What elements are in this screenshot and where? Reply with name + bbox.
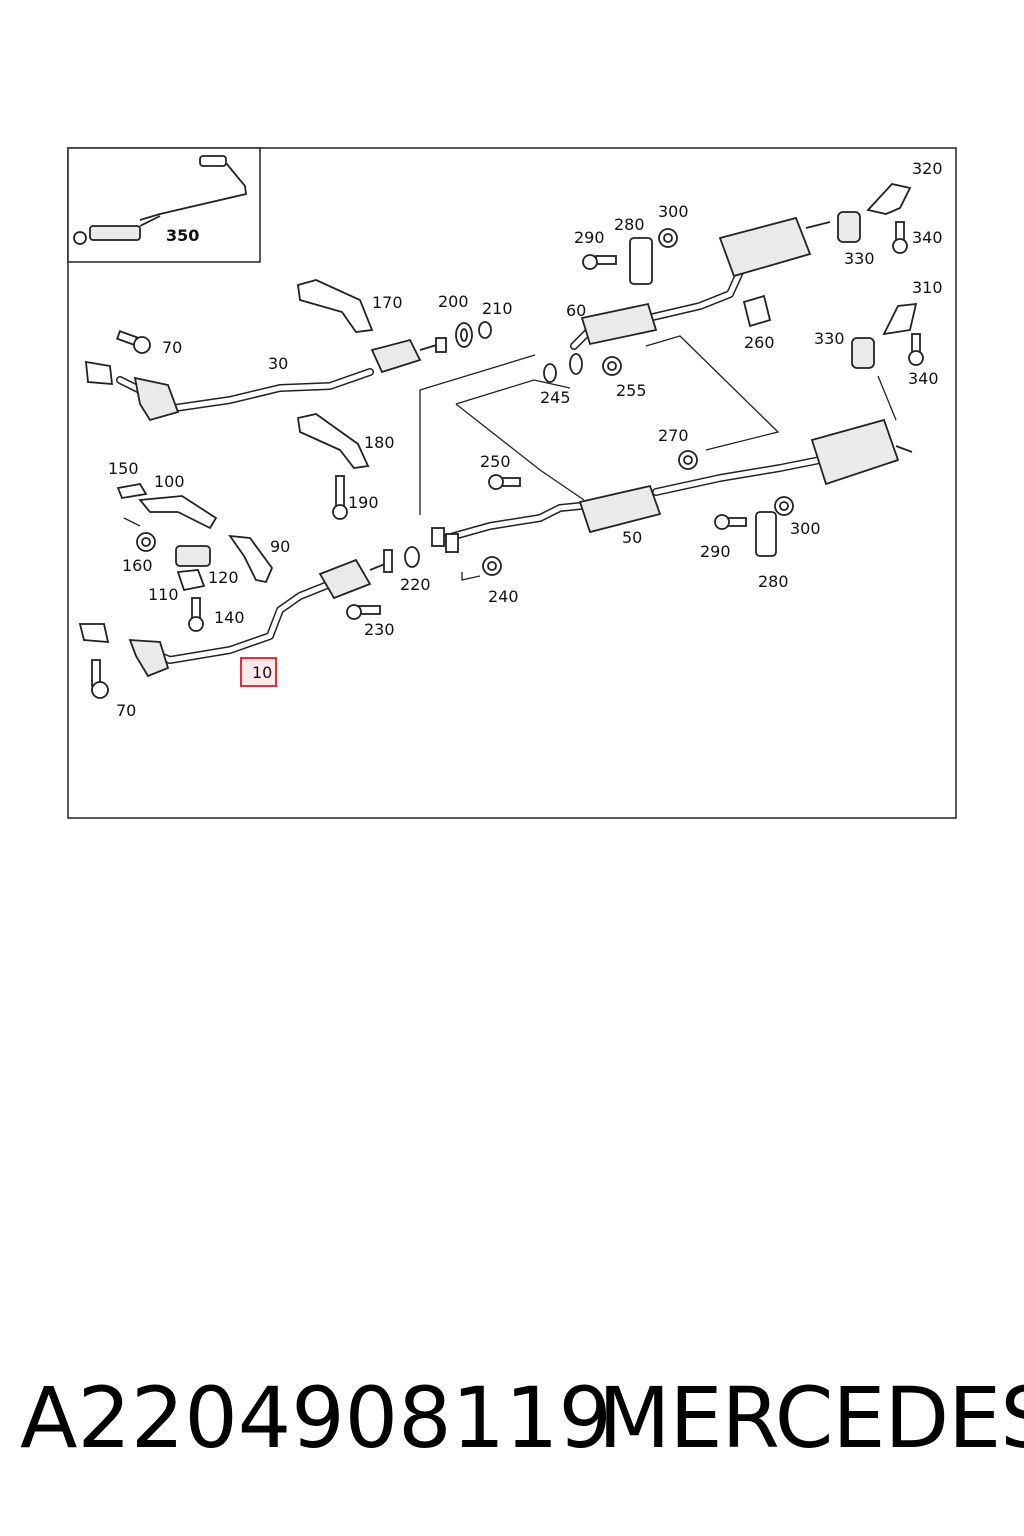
label-210: 210 [482,299,513,318]
bolt-290-upper[interactable] [582,254,617,270]
part-caption: A2204908119 MERCEDES [0,1370,1024,1480]
label-300-lower: 300 [790,519,821,538]
center-pipe-50[interactable] [431,456,824,553]
rubber-mount-330-upper[interactable] [837,211,861,243]
label-250: 250 [480,452,511,471]
rear-muffler-lower[interactable] [810,418,913,486]
front-pipe-30[interactable] [84,337,447,422]
bracket-150[interactable] [116,483,148,500]
label-100: 100 [154,472,185,491]
label-255: 255 [616,381,647,400]
label-170: 170 [372,293,403,312]
bolt-340-lower[interactable] [908,333,924,366]
nut-255[interactable] [602,356,622,376]
bracket-320[interactable] [866,183,912,215]
rear-muffler-upper[interactable] [718,216,831,278]
label-270: 270 [658,426,689,445]
label-340-upper: 340 [912,228,943,247]
label-70-upper: 70 [162,338,182,357]
label-310: 310 [912,278,943,297]
nut-270[interactable] [678,450,698,470]
label-245: 245 [540,388,571,407]
clamp-210[interactable] [478,321,492,339]
mid-pipe-60[interactable] [569,268,744,375]
diagram-frame [67,147,957,819]
bracket-310[interactable] [882,302,918,336]
label-240: 240 [488,587,519,606]
label-160: 160 [122,556,153,575]
highlight-box [240,657,277,687]
leader-lines [123,335,897,581]
hanger-120[interactable] [175,545,211,567]
bolt-70-lower[interactable] [91,659,109,699]
gasket-245[interactable] [543,363,557,383]
brand-name: MERCEDES [598,1369,1024,1467]
label-180: 180 [364,433,395,452]
label-220: 220 [400,575,431,594]
label-280-lower: 280 [758,572,789,591]
heat-shield-180[interactable] [296,413,370,469]
label-90: 90 [270,537,290,556]
bolt-340-upper[interactable] [892,221,908,254]
clamp-260[interactable] [742,294,772,328]
part-number: A2204908119 [20,1369,612,1467]
label-200: 200 [438,292,469,311]
hanger-280-upper[interactable] [629,237,653,285]
label-60: 60 [566,301,586,320]
bolt-70-upper[interactable] [116,330,151,354]
bolt-190[interactable] [332,475,348,520]
bracket-100[interactable] [138,495,218,530]
label-290-upper: 290 [574,228,605,247]
label-10: 10 [252,663,272,682]
bolt-250[interactable] [488,474,521,490]
label-350: 350 [166,226,199,245]
front-pipe-10[interactable] [78,549,393,678]
label-280-upper: 280 [614,215,645,234]
label-50: 50 [622,528,642,547]
bolt-290-lower[interactable] [714,514,747,530]
label-190: 190 [348,493,379,512]
label-70-lower: 70 [116,701,136,720]
nut-300-upper[interactable] [658,228,678,248]
label-30: 30 [268,354,288,373]
nut-240[interactable] [482,556,502,576]
bracket-90[interactable] [228,534,274,584]
label-300-upper: 300 [658,202,689,221]
hanger-280-lower[interactable] [755,511,777,557]
bolt-140[interactable] [188,597,204,632]
label-260: 260 [744,333,775,352]
label-330-upper: 330 [844,249,875,268]
label-290-lower: 290 [700,542,731,561]
label-330-lower: 330 [814,329,845,348]
label-320: 320 [912,159,943,178]
label-340-lower: 340 [908,369,939,388]
oxygen-sensor-350[interactable] [73,155,247,245]
inset-box [67,147,261,263]
exhaust-system-diagram: 350 320 300 280 290 340 330 310 330 340 … [67,147,957,819]
label-120: 120 [208,568,239,587]
label-150: 150 [108,459,139,478]
bolt-230[interactable] [346,604,381,620]
nut-300-lower[interactable] [774,496,794,516]
label-230: 230 [364,620,395,639]
label-110: 110 [148,585,179,604]
nut-160[interactable] [136,532,156,552]
heat-shield-170[interactable] [297,279,374,333]
rubber-mount-330-lower[interactable] [851,337,875,369]
gasket-200[interactable] [455,322,473,348]
gasket-220[interactable] [404,546,420,568]
clamp-110[interactable] [176,569,206,592]
label-140: 140 [214,608,245,627]
